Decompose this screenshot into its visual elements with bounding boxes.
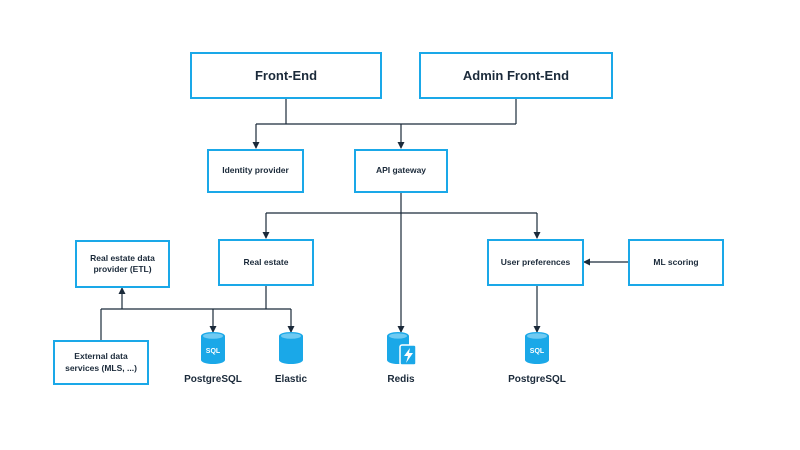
frontend-box: Front-End — [190, 52, 382, 99]
ml-scoring-label: ML scoring — [653, 256, 699, 267]
gateway-bus — [266, 193, 537, 214]
cache-database-icon — [387, 332, 417, 366]
sql-badge-user-prefs: SQL — [530, 348, 545, 355]
user-preferences-box: User preferences — [487, 239, 584, 286]
postgres-real-estate-label: PostgreSQL — [184, 374, 242, 385]
postgres-user-prefs-label: PostgreSQL — [508, 374, 566, 385]
api-gateway-label: API gateway — [375, 165, 427, 176]
real-estate-label: Real estate — [243, 256, 289, 267]
api-gateway-box: API gateway — [354, 149, 448, 193]
identity-provider-label: Identity provider — [222, 165, 289, 176]
database-sql-icon-user-prefs: SQL — [525, 332, 549, 364]
real-estate-bus — [101, 286, 291, 310]
sql-badge: SQL — [206, 348, 221, 355]
real-estate-box: Real estate — [218, 239, 314, 286]
elastic-label: Elastic — [274, 374, 308, 385]
external-services-label: External data services (MLS, ...) — [65, 351, 137, 373]
real-estate-etl-label: Real estate data provider (ETL) — [90, 252, 155, 274]
admin-frontend-label: Admin Front-End — [462, 67, 570, 83]
user-preferences-label: User preferences — [500, 256, 571, 267]
redis-label: Redis — [387, 374, 415, 385]
admin-frontend-box: Admin Front-End — [419, 52, 613, 99]
database-sql-icon: SQL — [201, 332, 225, 364]
real-estate-etl-box: Real estate data provider (ETL) — [75, 240, 170, 288]
frontend-label: Front-End — [254, 67, 318, 83]
external-services-box: External data services (MLS, ...) — [53, 340, 149, 385]
identity-provider-box: Identity provider — [207, 149, 304, 193]
database-icon — [279, 332, 303, 364]
ml-scoring-box: ML scoring — [628, 239, 724, 286]
